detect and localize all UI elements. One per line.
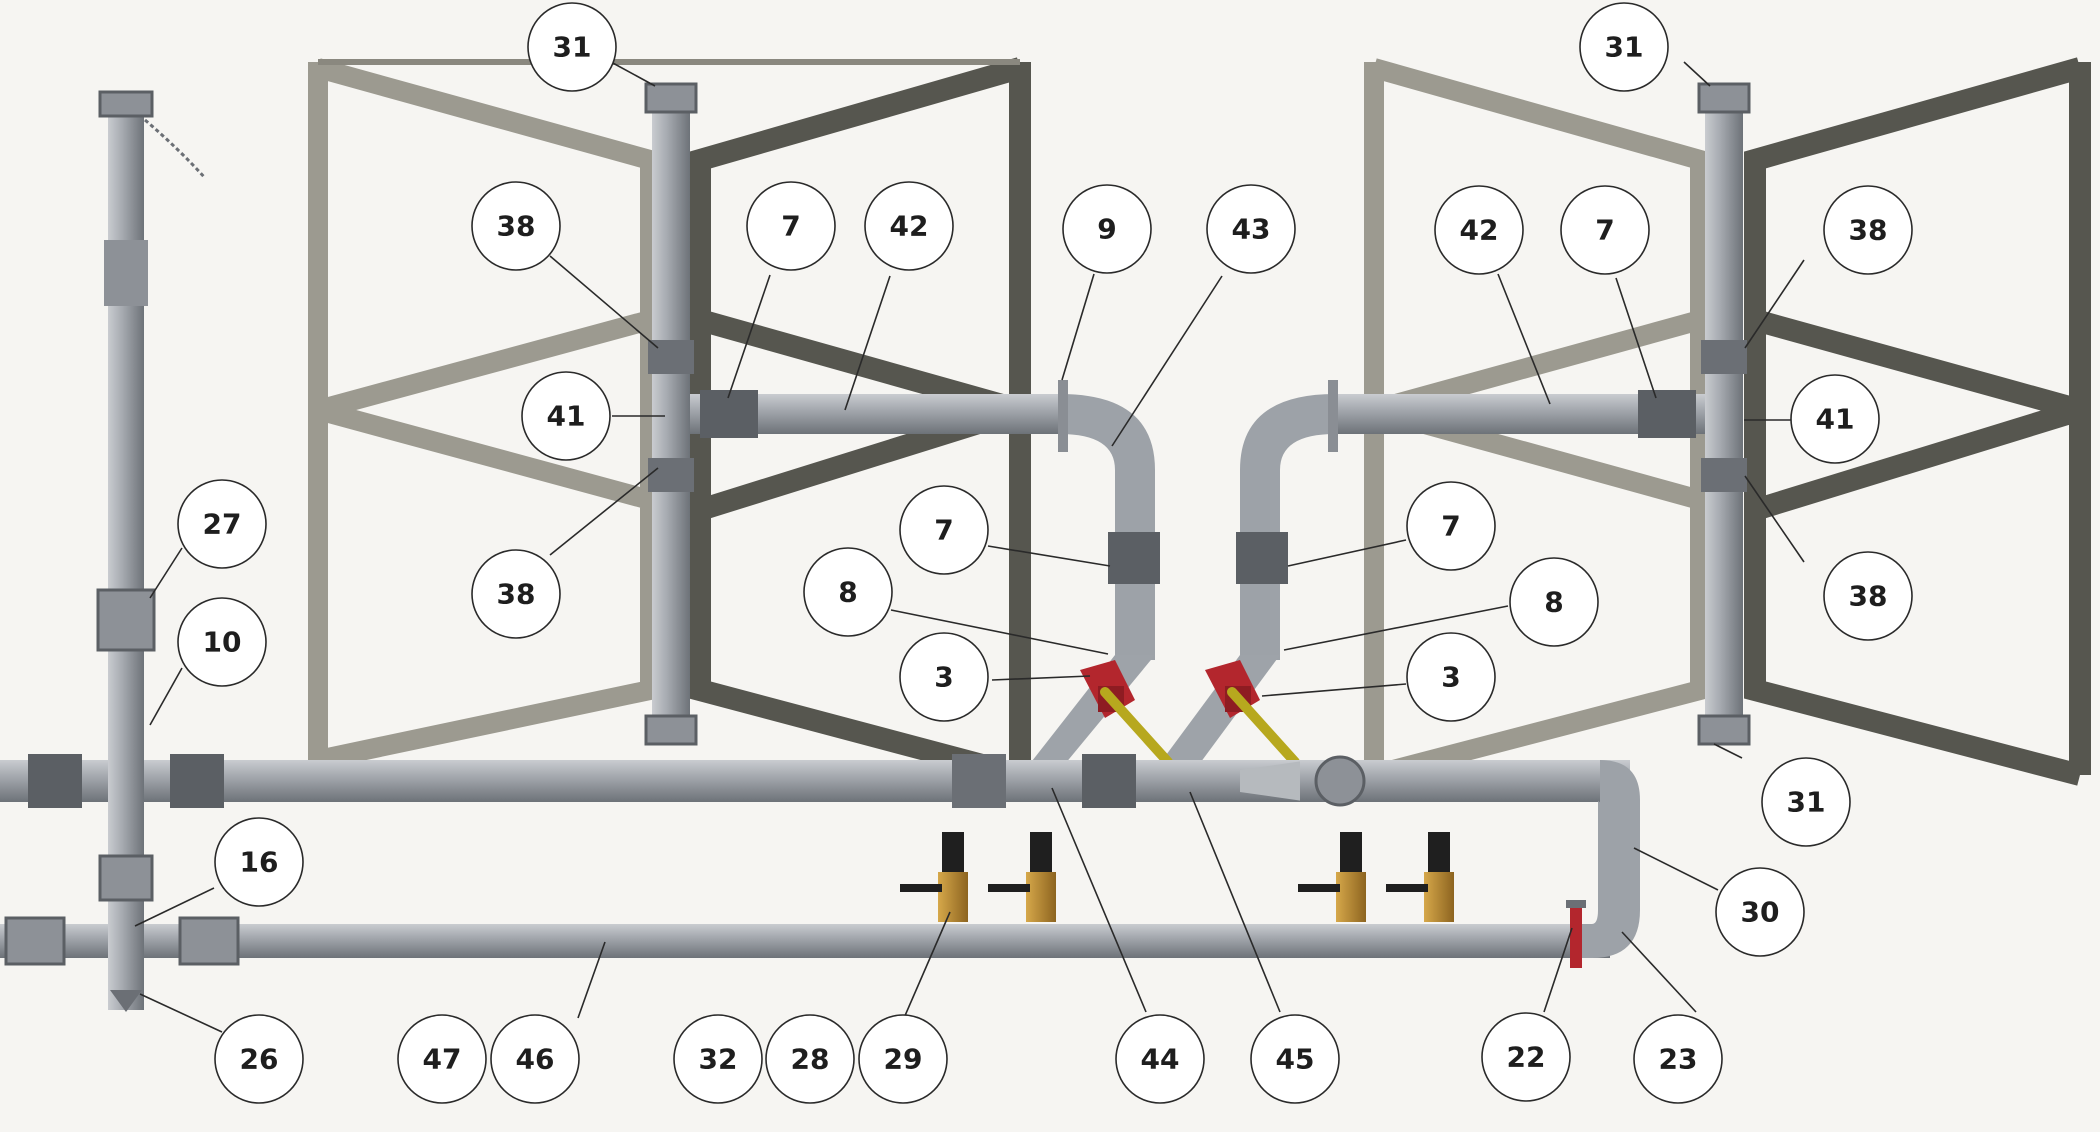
ball-valve-right [1205, 660, 1300, 767]
callout-bubble: 45 [1250, 1014, 1340, 1104]
svg-text:44: 44 [1141, 1043, 1180, 1076]
callout-bubble: 41 [1790, 374, 1880, 464]
callout-bubble: 7 [1406, 481, 1496, 571]
riser-pipe [96, 90, 207, 1012]
svg-text:31: 31 [1787, 786, 1826, 819]
callout-bubble: 28 [765, 1014, 855, 1104]
svg-text:7: 7 [934, 514, 953, 547]
svg-text:16: 16 [240, 846, 279, 879]
svg-text:42: 42 [890, 210, 929, 243]
svg-text:38: 38 [1849, 214, 1888, 247]
callout-bubble: 31 [1761, 757, 1851, 847]
callout-bubble: 38 [471, 549, 561, 639]
main-header-pipe [0, 754, 1640, 890]
svg-text:23: 23 [1659, 1043, 1698, 1076]
svg-text:3: 3 [934, 661, 953, 694]
callout-bubble: 7 [899, 485, 989, 575]
svg-text:3: 3 [1441, 661, 1460, 694]
svg-text:31: 31 [553, 31, 592, 64]
callout-bubble: 16 [214, 817, 304, 907]
svg-text:41: 41 [547, 400, 586, 433]
svg-text:43: 43 [1232, 213, 1271, 246]
callout-bubble: 3 [1406, 632, 1496, 722]
callout-bubble: 8 [803, 547, 893, 637]
callout-bubble: 22 [1481, 1012, 1571, 1102]
callout-bubble: 29 [858, 1014, 948, 1104]
callout-bubble: 3 [899, 632, 989, 722]
right-branch-pipe [1236, 380, 1705, 660]
left-vertical-manifold [644, 82, 698, 746]
callout-bubble: 26 [214, 1014, 304, 1104]
callout-bubble: 41 [521, 371, 611, 461]
svg-text:47: 47 [423, 1043, 462, 1076]
svg-text:31: 31 [1605, 31, 1644, 64]
left-branch-pipe [690, 380, 1160, 660]
svg-text:29: 29 [884, 1043, 923, 1076]
return-line-pipe [0, 885, 1640, 968]
callout-bubble: 42 [864, 181, 954, 271]
callout-bubble: 46 [490, 1014, 580, 1104]
callout-bubble: 47 [397, 1014, 487, 1104]
leader-lines [134, 61, 1805, 1033]
svg-text:41: 41 [1816, 403, 1855, 436]
svg-text:38: 38 [497, 210, 536, 243]
svg-text:7: 7 [1441, 510, 1460, 543]
callout-bubble: 38 [471, 181, 561, 271]
svg-text:8: 8 [838, 576, 857, 609]
callout-bubble: 8 [1509, 557, 1599, 647]
callout-bubble: 30 [1715, 867, 1805, 957]
callout-bubble: 44 [1115, 1014, 1205, 1104]
svg-text:38: 38 [497, 578, 536, 611]
callout-bubble: 31 [527, 2, 617, 92]
right-vertical-manifold [1697, 82, 1751, 746]
callout-bubble: 42 [1434, 185, 1524, 275]
ball-valve-left [1080, 660, 1173, 767]
svg-text:26: 26 [240, 1043, 279, 1076]
svg-text:46: 46 [516, 1043, 555, 1076]
svg-text:27: 27 [203, 508, 242, 541]
svg-text:28: 28 [791, 1043, 830, 1076]
callout-bubble: 9 [1062, 184, 1152, 274]
svg-text:22: 22 [1507, 1041, 1546, 1074]
svg-text:32: 32 [699, 1043, 738, 1076]
svg-text:45: 45 [1276, 1043, 1315, 1076]
gate-valves [900, 832, 1454, 922]
callout-bubbles: 31 38 7 42 9 43 41 38 27 10 7 8 3 16 26 … [177, 2, 1913, 1104]
svg-text:42: 42 [1460, 214, 1499, 247]
svg-text:38: 38 [1849, 580, 1888, 613]
svg-text:30: 30 [1741, 896, 1780, 929]
svg-text:9: 9 [1097, 213, 1116, 246]
callout-bubble: 31 [1579, 2, 1669, 92]
svg-text:8: 8 [1544, 586, 1563, 619]
callout-bubble: 23 [1633, 1014, 1723, 1104]
callout-bubble: 27 [177, 479, 267, 569]
svg-text:7: 7 [781, 210, 800, 243]
callout-bubble: 7 [1560, 185, 1650, 275]
callout-bubble: 10 [177, 597, 267, 687]
svg-text:7: 7 [1595, 214, 1614, 247]
callout-bubble: 32 [673, 1014, 763, 1104]
callout-bubble: 38 [1823, 551, 1913, 641]
callout-bubble: 38 [1823, 185, 1913, 275]
callout-bubble: 7 [746, 181, 836, 271]
svg-text:10: 10 [203, 626, 242, 659]
callout-bubble: 43 [1206, 184, 1296, 274]
